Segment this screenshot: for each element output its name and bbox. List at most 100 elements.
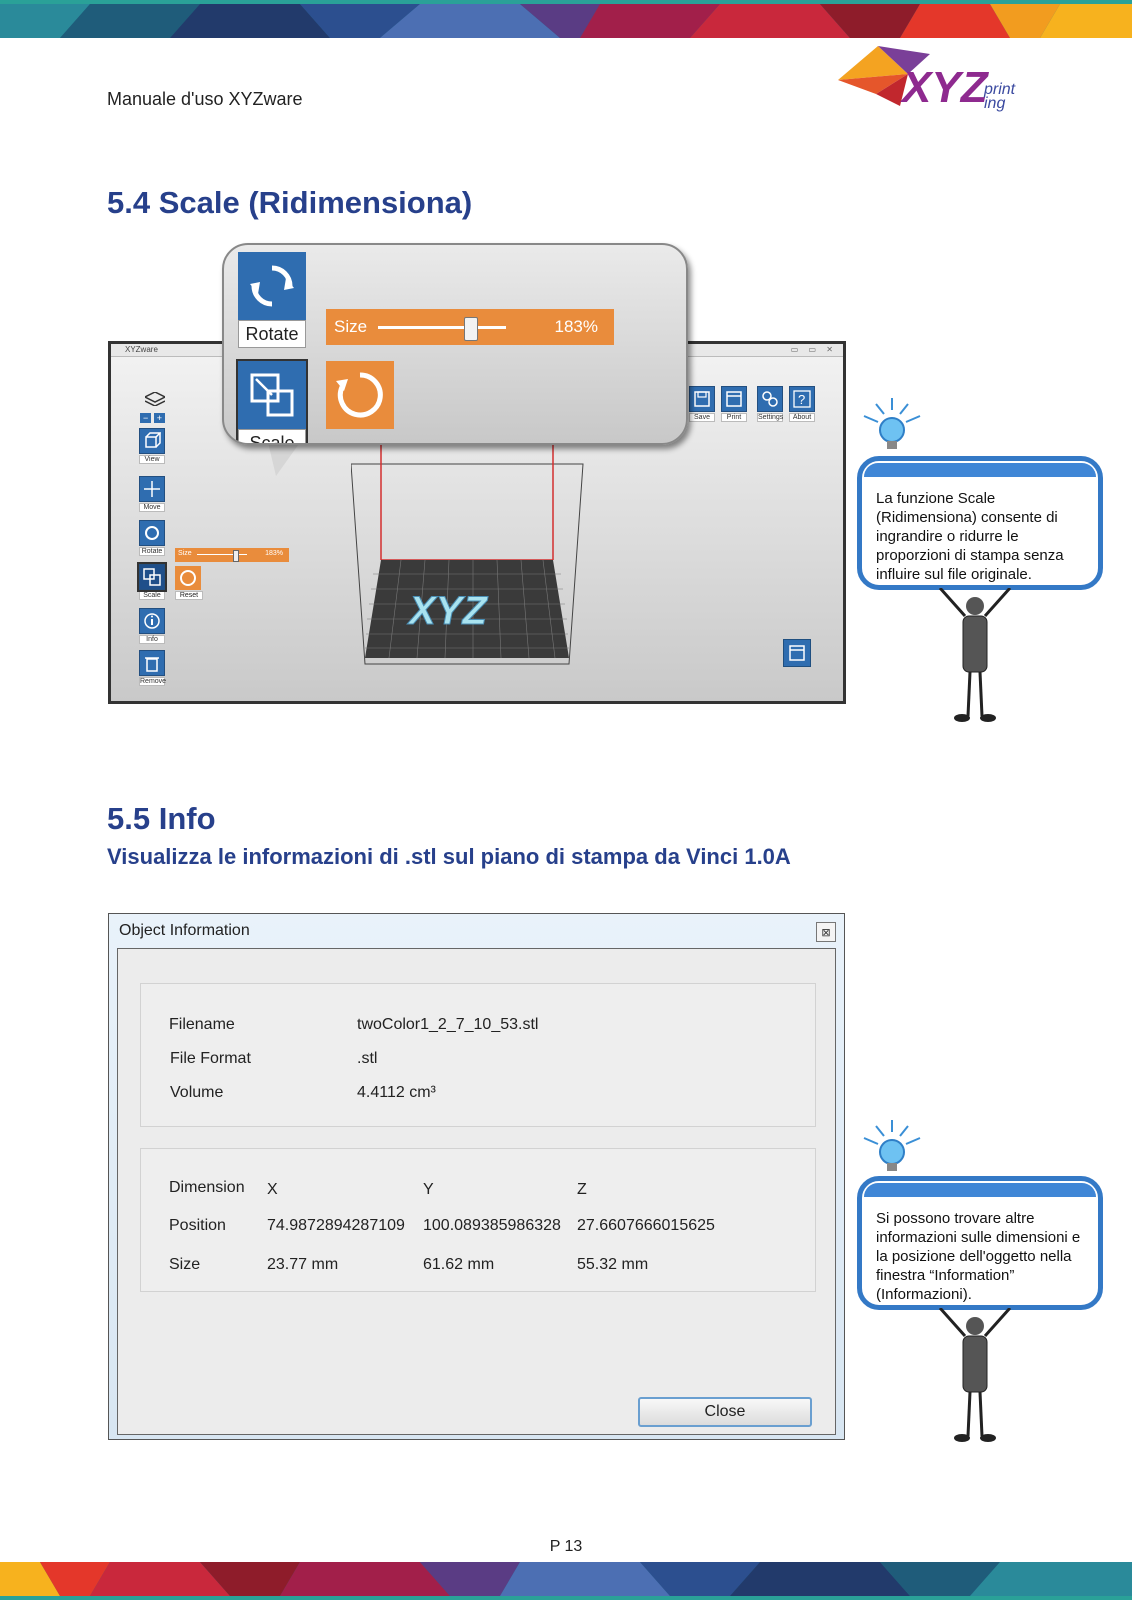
size-y-value: 61.62 mm bbox=[423, 1256, 495, 1273]
tool-remove-label: Remove bbox=[139, 677, 167, 686]
tip-bubble-info: Si possono trovare altre informazioni su… bbox=[857, 1176, 1103, 1310]
tool-save-label: Save bbox=[689, 413, 715, 422]
tool-about[interactable]: ? About bbox=[789, 386, 815, 422]
size-slider-small-label: Size bbox=[178, 550, 192, 557]
dimension-z-header: Z bbox=[577, 1181, 587, 1198]
dialog-close-icon[interactable]: ⊠ bbox=[816, 922, 836, 942]
size-slider-small-knob[interactable] bbox=[233, 550, 239, 562]
zoom-buttons[interactable]: − + bbox=[140, 413, 166, 423]
tool-view[interactable]: View bbox=[139, 428, 165, 464]
question-icon: ? bbox=[789, 386, 815, 412]
decorative-bottom-band bbox=[0, 1562, 1132, 1600]
section-heading-scale: 5.4 Scale (Ridimensiona) bbox=[107, 185, 473, 220]
trash-icon bbox=[139, 650, 165, 676]
size-slider-small-value: 183% bbox=[265, 550, 283, 557]
tool-settings[interactable]: Settings bbox=[757, 386, 783, 422]
svg-text:?: ? bbox=[798, 392, 805, 407]
mascot-figure-icon bbox=[930, 587, 1020, 722]
lightbulb-icon bbox=[854, 1118, 944, 1178]
tool-remove[interactable]: Remove bbox=[139, 650, 167, 686]
tip-text-scale: La funzione Scale (Ridimensiona) consent… bbox=[876, 490, 1064, 583]
scale-zoom-callout: Rotate Scale Size 183% bbox=[222, 243, 688, 445]
position-x-value: 74.9872894287109 bbox=[267, 1217, 405, 1234]
object-information-dialog: Object Information ⊠ Filename twoColor1_… bbox=[108, 913, 845, 1440]
mascot-figure-icon bbox=[930, 1307, 1020, 1442]
position-label: Position bbox=[169, 1217, 226, 1234]
rotate-icon bbox=[238, 252, 306, 320]
svg-text:XYZ: XYZ bbox=[407, 589, 488, 633]
tool-scale-label: Scale bbox=[139, 591, 165, 600]
tool-info[interactable]: Info bbox=[139, 608, 165, 644]
svg-text:print: print bbox=[983, 81, 1016, 98]
layers-icon bbox=[143, 391, 167, 407]
tool-move[interactable]: Move bbox=[139, 476, 165, 512]
move-arrows-icon bbox=[139, 476, 165, 502]
scale-icon bbox=[137, 562, 167, 592]
dimension-y-header: Y bbox=[423, 1181, 434, 1198]
dialog-body: Filename twoColor1_2_7_10_53.stl File Fo… bbox=[117, 948, 836, 1435]
tool-print[interactable]: Print bbox=[721, 386, 747, 422]
tool-print-label: Print bbox=[721, 413, 747, 422]
zoom-size-value: 183% bbox=[554, 317, 598, 336]
dimension-label: Dimension bbox=[169, 1179, 245, 1196]
file-format-value: .stl bbox=[357, 1050, 378, 1067]
lightbulb-icon bbox=[854, 396, 944, 456]
tool-about-label: About bbox=[789, 413, 815, 422]
save-icon bbox=[689, 386, 715, 412]
zoom-scale-button[interactable]: Scale bbox=[236, 359, 308, 443]
scale-icon bbox=[238, 361, 306, 429]
zoom-size-knob[interactable] bbox=[464, 317, 479, 341]
file-info-group: Filename twoColor1_2_7_10_53.stl File Fo… bbox=[140, 983, 816, 1127]
tool-save[interactable]: Save bbox=[689, 386, 715, 422]
size-z-value: 55.32 mm bbox=[577, 1256, 649, 1273]
svg-text:ing: ing bbox=[984, 95, 1005, 112]
view-toggle-button[interactable] bbox=[783, 639, 811, 667]
gears-icon bbox=[757, 386, 783, 412]
manual-title: Manuale d'uso XYZware bbox=[107, 89, 303, 109]
zoom-size-label: Size bbox=[334, 317, 368, 336]
volume-value: 4.4112 cm³ bbox=[357, 1084, 436, 1101]
tool-scale[interactable]: Scale bbox=[137, 562, 167, 600]
zoom-rotate-button[interactable]: Rotate bbox=[238, 252, 306, 348]
dialog-title: Object Information bbox=[119, 922, 250, 939]
zoom-reset-button[interactable] bbox=[326, 361, 394, 429]
section-heading-info: 5.5 Info bbox=[107, 801, 216, 836]
info-icon bbox=[139, 608, 165, 634]
filename-value: twoColor1_2_7_10_53.stl bbox=[357, 1016, 539, 1033]
section-subheading-info: Visualizza le informazioni di .stl sul p… bbox=[107, 844, 791, 869]
svg-text:XYZ: XYZ bbox=[899, 63, 990, 112]
close-button[interactable]: Close bbox=[638, 1397, 812, 1427]
reset-button-small[interactable] bbox=[175, 566, 201, 590]
tip-text-info: Si possono trovare altre informazioni su… bbox=[876, 1210, 1081, 1303]
zoom-scale-label: Scale bbox=[238, 429, 306, 443]
position-y-value: 100.089385986328 bbox=[423, 1217, 561, 1234]
size-slider-small[interactable]: Size 183% bbox=[175, 548, 289, 562]
dimension-group: Dimension X Y Z Position 74.987289428710… bbox=[140, 1148, 816, 1292]
position-z-value: 27.6607666015625 bbox=[577, 1217, 715, 1234]
zoom-size-track[interactable] bbox=[378, 326, 506, 329]
tool-rotate-label: Rotate bbox=[139, 547, 165, 556]
tip-bubble-scale: La funzione Scale (Ridimensiona) consent… bbox=[857, 456, 1103, 590]
zoom-rotate-label: Rotate bbox=[238, 320, 306, 348]
dimension-x-header: X bbox=[267, 1181, 278, 1198]
reset-label-small: Reset bbox=[175, 591, 203, 600]
printer-icon bbox=[721, 386, 747, 412]
tool-view-label: View bbox=[139, 455, 165, 464]
tool-info-label: Info bbox=[139, 635, 165, 644]
window-controls[interactable]: ▭ ▭ ✕ bbox=[790, 345, 837, 354]
xyz-printing-logo: XYZ print ing bbox=[838, 44, 1028, 112]
tool-settings-label: Settings bbox=[757, 413, 784, 422]
cube-icon bbox=[139, 428, 165, 454]
size-x-value: 23.77 mm bbox=[267, 1256, 339, 1273]
tool-move-label: Move bbox=[139, 503, 165, 512]
size-label: Size bbox=[169, 1256, 201, 1273]
rotate-icon bbox=[139, 520, 165, 546]
zoom-size-slider[interactable]: Size 183% bbox=[326, 309, 614, 345]
decorative-top-band bbox=[0, 0, 1132, 38]
app-window-title: XYZware bbox=[125, 345, 158, 354]
page-number: P 13 bbox=[549, 1538, 583, 1555]
print-volume-3d-view[interactable]: XYZ bbox=[350, 444, 597, 668]
volume-label: Volume bbox=[170, 1084, 224, 1101]
tool-rotate[interactable]: Rotate bbox=[139, 520, 165, 556]
file-format-label: File Format bbox=[170, 1050, 251, 1067]
